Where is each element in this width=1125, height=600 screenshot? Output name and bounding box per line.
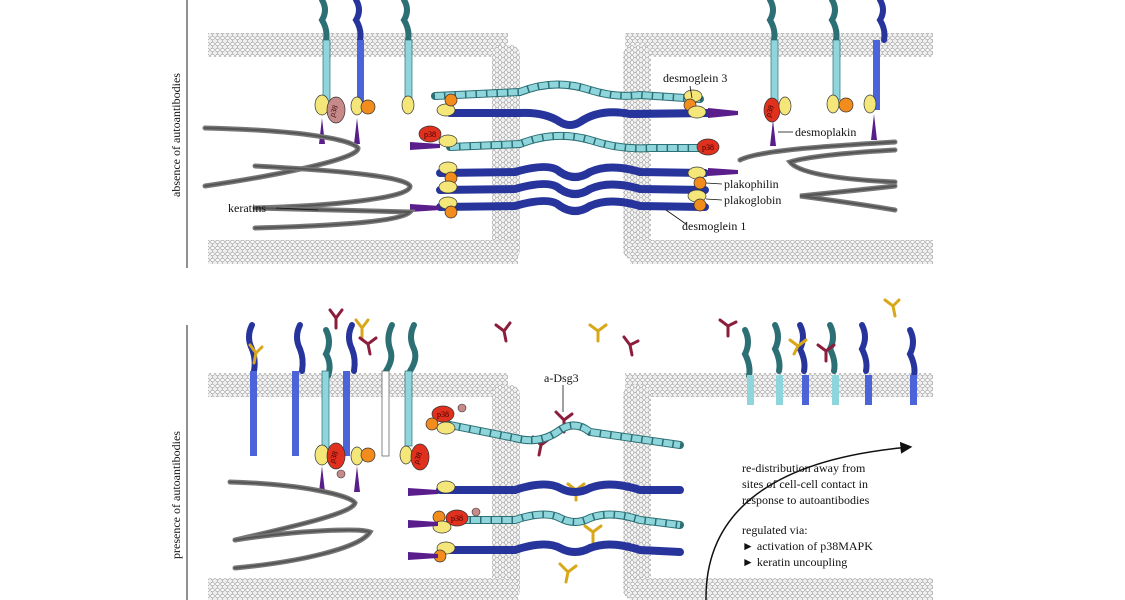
- redistribution-arrow: [705, 441, 913, 600]
- label-desmoglein1: desmoglein 1: [665, 209, 746, 233]
- label-desmoplakin: desmoplakin: [778, 125, 856, 139]
- dsg1-strand-3: [436, 180, 709, 198]
- dsg3-strand-bottom-1: [446, 421, 684, 449]
- svg-text:p38: p38: [411, 451, 424, 465]
- svg-text:p38: p38: [437, 410, 449, 419]
- label-plakophilin: plakophilin: [705, 177, 779, 191]
- keratin-right: [737, 139, 898, 213]
- svg-text:desmoglein 1: desmoglein 1: [682, 219, 746, 233]
- svg-text:plakophilin: plakophilin: [724, 177, 779, 191]
- dsg1-strand-4: [436, 197, 709, 215]
- label-adsg3: a-Dsg3: [544, 371, 579, 412]
- dsg1-vertical-left: [352, 0, 364, 110]
- dsg1-strand-1: [446, 108, 714, 129]
- svg-text:desmoglein 3: desmoglein 3: [663, 71, 727, 85]
- svg-text:► activation of p38MAPK: ► activation of p38MAPK: [742, 539, 873, 553]
- keratin-bottom: [227, 479, 374, 571]
- svg-text:► keratin uncoupling: ► keratin uncoupling: [742, 555, 847, 569]
- strand-plaques-bottom: p38 p38: [408, 403, 481, 563]
- svg-text:p38: p38: [702, 143, 714, 152]
- keratin-left: [202, 125, 417, 231]
- svg-text:p38: p38: [451, 514, 463, 523]
- dsg1-vertical-right: [873, 0, 888, 110]
- svg-text:p38: p38: [424, 130, 436, 139]
- redistribution-note: re-distribution away from sites of cell-…: [742, 461, 873, 569]
- dsg3-strand-1: [431, 80, 704, 103]
- panel-presence: presence of autoantibodies: [169, 298, 933, 600]
- dsg3-strand-bottom-2: [446, 510, 684, 529]
- svg-text:p38: p38: [327, 104, 340, 118]
- plaque-bottom-left: p38 p38: [314, 442, 430, 492]
- plaque-right-cluster: p38: [763, 94, 877, 146]
- dsg1-strand-bottom-2: [446, 540, 684, 556]
- label-keratins: keratins: [228, 201, 319, 215]
- dsg-vertical-bottom-right: [741, 322, 918, 405]
- side-label-presence: presence of autoantibodies: [169, 431, 183, 559]
- plaque-left-cluster: p38: [314, 94, 415, 144]
- label-plakoglobin: plakoglobin: [705, 193, 781, 207]
- svg-text:response to autoantibodies: response to autoantibodies: [742, 493, 870, 507]
- svg-text:re-distribution away from: re-distribution away from: [742, 461, 866, 475]
- svg-text:plakoglobin: plakoglobin: [724, 193, 781, 207]
- dsg1-strand-2: [436, 163, 709, 181]
- svg-text:regulated via:: regulated via:: [742, 523, 808, 537]
- side-label-absence: absence of autoantibodies: [169, 73, 183, 197]
- svg-text:p38: p38: [327, 450, 340, 464]
- svg-text:keratins: keratins: [228, 201, 266, 215]
- panel-absence: absence of autoantibodies: [169, 0, 933, 268]
- label-desmoglein3: desmoglein 3: [663, 71, 727, 99]
- dsg1-strand-bottom-1: [436, 480, 684, 496]
- svg-text:p38: p38: [763, 104, 776, 118]
- dsg3-vertical-bottom-left: [321, 322, 419, 457]
- svg-text:desmoplakin: desmoplakin: [795, 125, 856, 139]
- strand-plaques: p38 p38: [410, 89, 738, 219]
- svg-text:sites of cell-cell contact in: sites of cell-cell contact in: [742, 477, 868, 491]
- svg-text:a-Dsg3: a-Dsg3: [544, 371, 579, 385]
- dsg3-strand-2: [446, 131, 704, 153]
